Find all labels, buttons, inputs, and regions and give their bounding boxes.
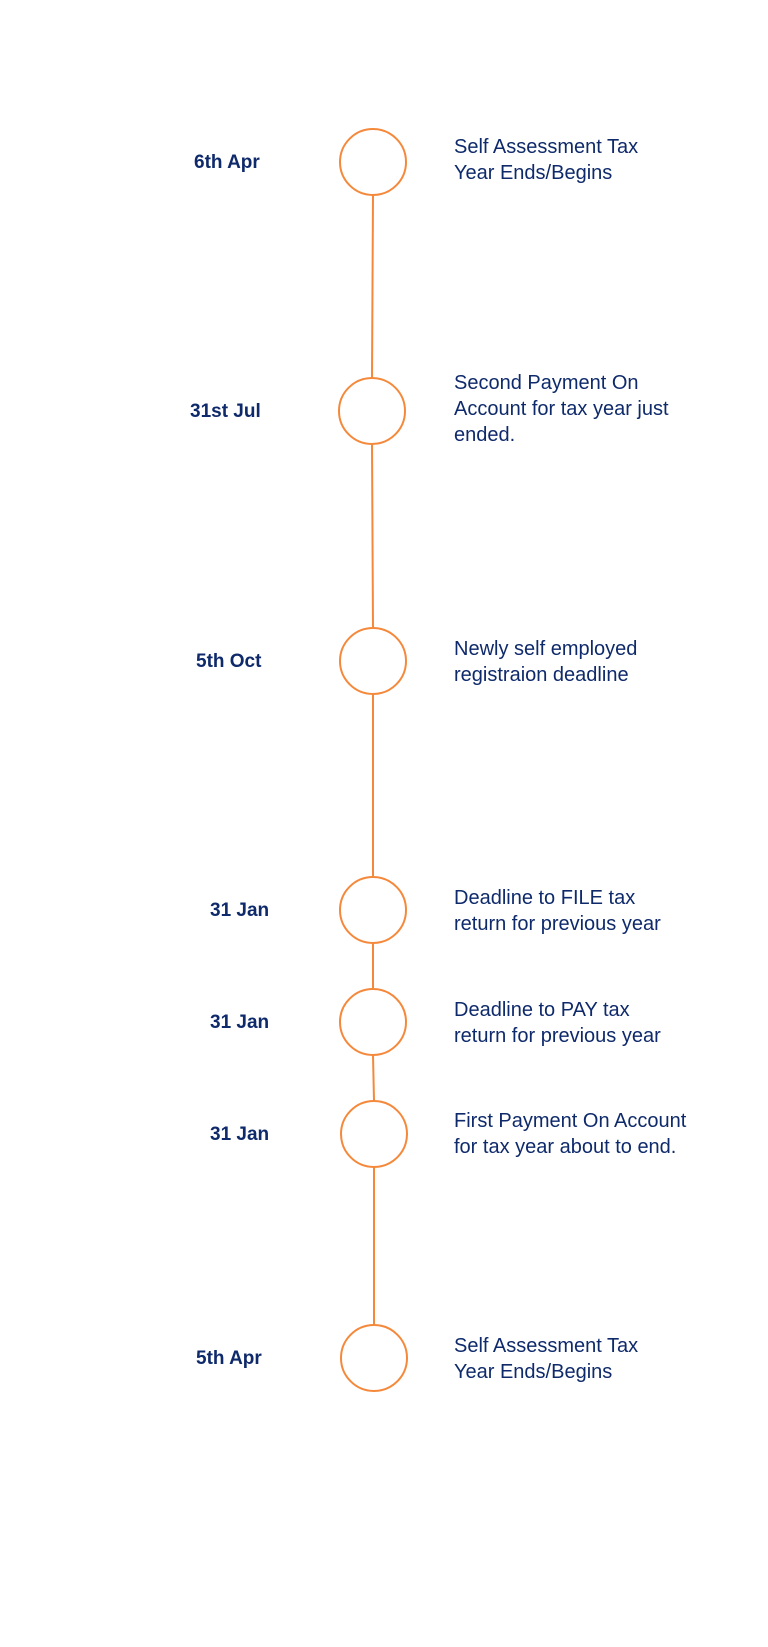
event-description-line: Self Assessment Tax bbox=[454, 136, 639, 158]
event-description-line: Deadline to FILE tax bbox=[454, 887, 636, 909]
event-date: 5th Apr bbox=[196, 1348, 262, 1369]
event-description-line: First Payment On Account bbox=[454, 1110, 687, 1132]
event-description: Self Assessment Tax Year Ends/Begins bbox=[454, 1333, 744, 1385]
event-date: 31 Jan bbox=[210, 900, 270, 921]
event-description-line: Deadline to PAY tax bbox=[454, 999, 630, 1021]
event-description-line: Account for tax year just bbox=[454, 398, 669, 420]
event-date: 31st Jul bbox=[190, 401, 261, 422]
event-description: Second Payment On Account for tax year j… bbox=[454, 370, 744, 448]
event-description-line: for tax year about to end. bbox=[454, 1136, 677, 1158]
timeline-connector bbox=[371, 194, 374, 379]
timeline-marker bbox=[340, 1100, 408, 1168]
event-description-line: Year Ends/Begins bbox=[454, 1361, 613, 1383]
event-description-line: ended. bbox=[454, 424, 516, 446]
event-date: 5th Oct bbox=[196, 651, 262, 672]
timeline-connector bbox=[371, 443, 374, 629]
timeline-marker bbox=[338, 377, 406, 445]
event-description: Deadline to PAY tax return for previous … bbox=[454, 997, 744, 1049]
event-date: 31 Jan bbox=[210, 1124, 270, 1145]
event-description: Self Assessment Tax Year Ends/Begins bbox=[454, 134, 744, 186]
event-description-line: Year Ends/Begins bbox=[454, 162, 613, 184]
event-description-line: return for previous year bbox=[454, 1025, 661, 1047]
event-description: Deadline to FILE tax return for previous… bbox=[454, 885, 744, 937]
event-description: Newly self employed registraion deadline bbox=[454, 636, 744, 688]
event-date: 31 Jan bbox=[210, 1012, 270, 1033]
timeline-marker bbox=[339, 128, 407, 196]
event-description-line: Newly self employed bbox=[454, 638, 638, 660]
event-description-line: Second Payment On bbox=[454, 372, 639, 394]
timeline-marker bbox=[339, 988, 407, 1056]
event-description: First Payment On Account for tax year ab… bbox=[454, 1108, 744, 1160]
event-date: 6th Apr bbox=[194, 152, 260, 173]
timeline-marker bbox=[339, 876, 407, 944]
timeline-connector bbox=[372, 1054, 375, 1102]
event-description-line: registraion deadline bbox=[454, 664, 629, 686]
event-description-line: Self Assessment Tax bbox=[454, 1335, 639, 1357]
timeline-marker bbox=[340, 1324, 408, 1392]
timeline-marker bbox=[339, 627, 407, 695]
event-description-line: return for previous year bbox=[454, 913, 661, 935]
